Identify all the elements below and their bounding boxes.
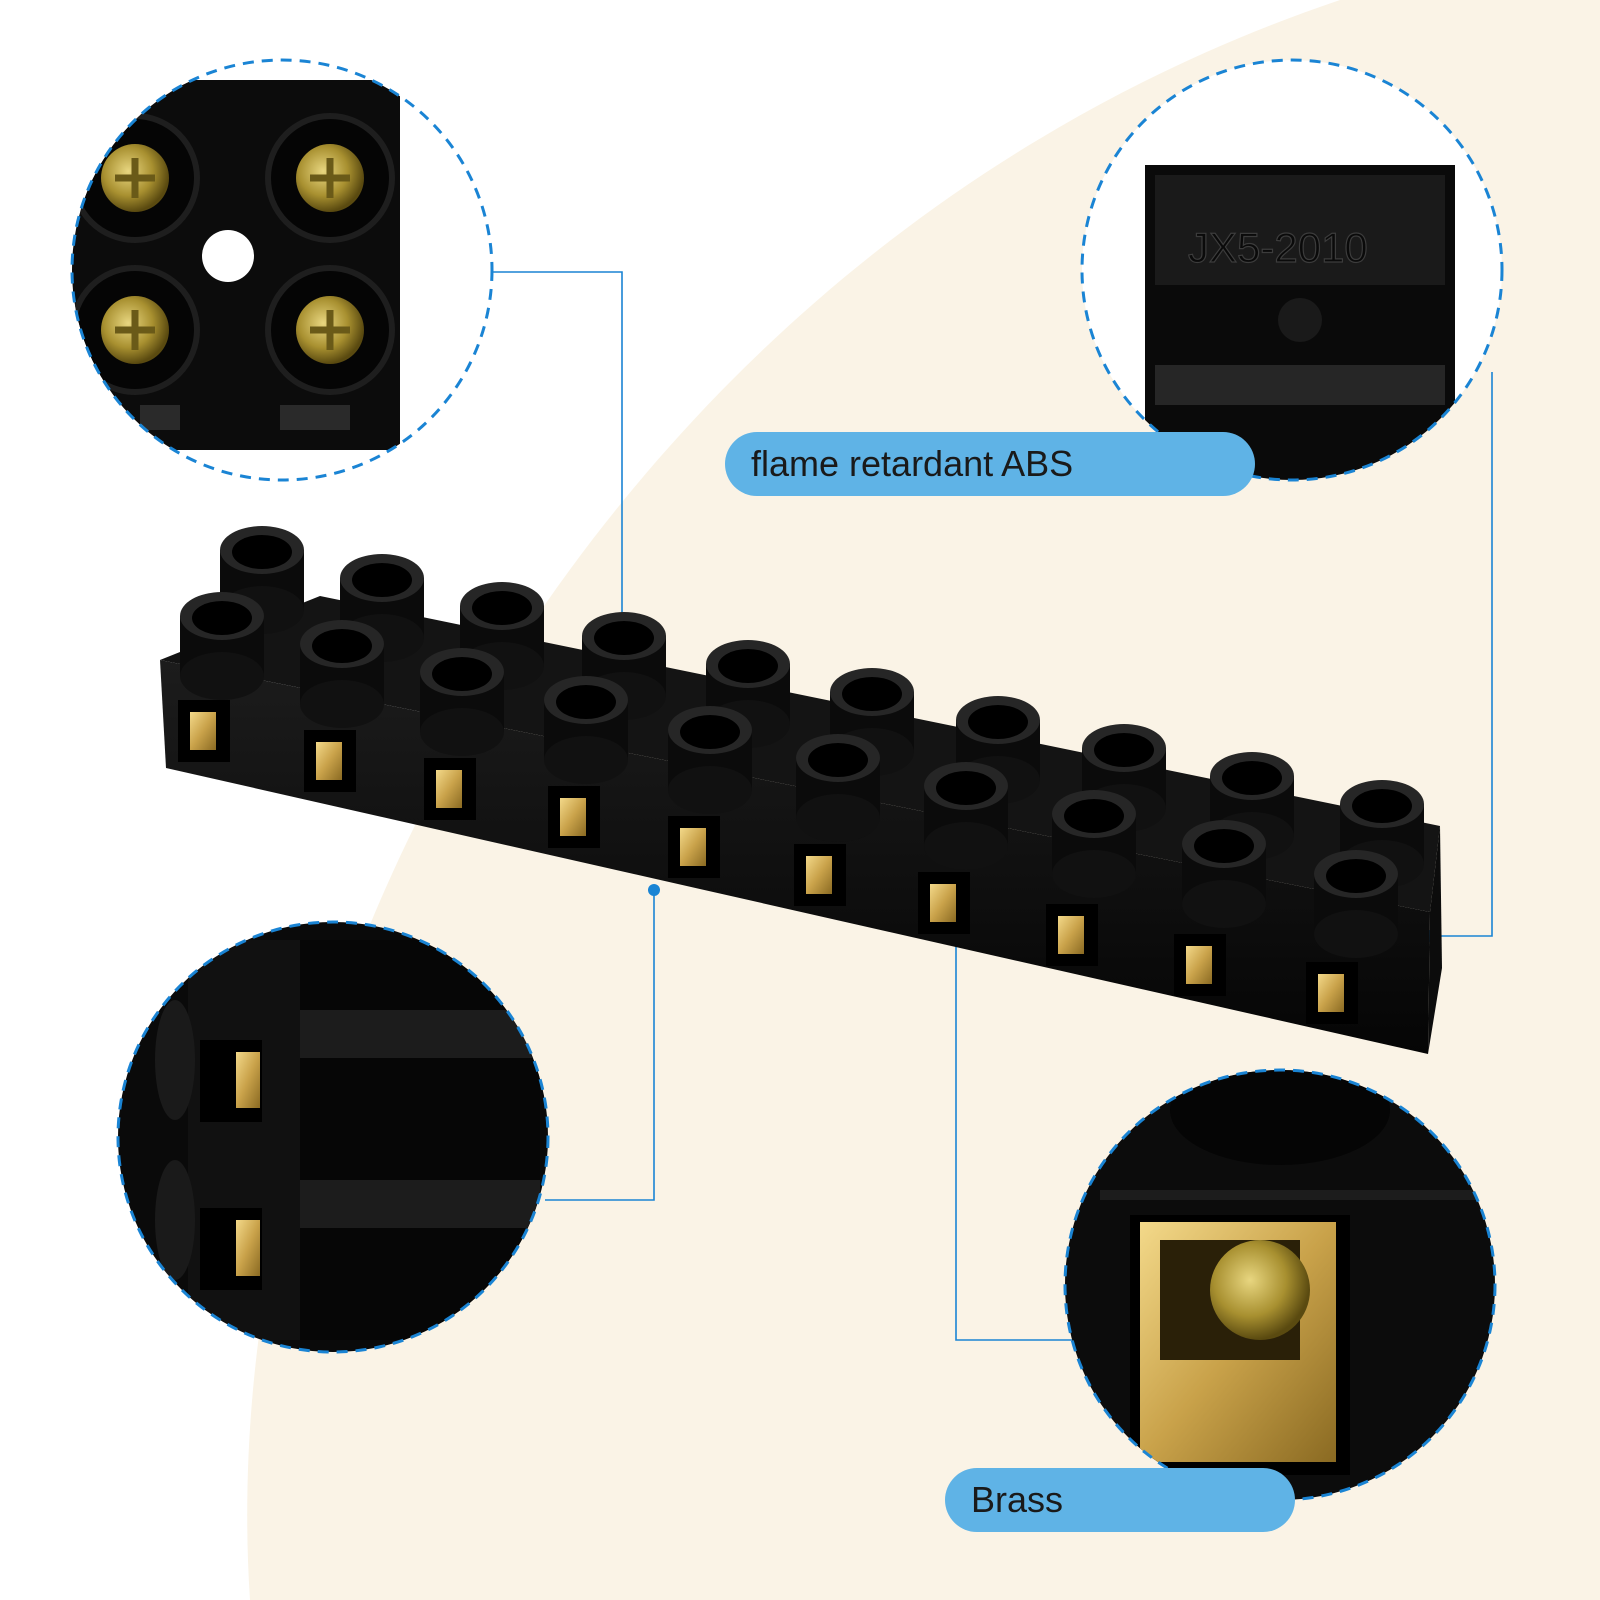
leader-line-top-left	[492, 271, 623, 640]
detail-circle-border	[116, 920, 550, 1354]
terminal-window	[918, 872, 970, 934]
screw-bosses-front-row	[180, 592, 1398, 958]
leader-line-bottom-right	[955, 904, 1077, 1341]
screw-head	[72, 265, 200, 395]
terminal-window	[178, 700, 230, 762]
screw-boss	[796, 734, 880, 842]
screw-head	[265, 113, 395, 243]
conductor-label: Brass	[945, 1468, 1295, 1532]
material-label-text: flame retardant ABS	[751, 443, 1074, 484]
leader-line-top-right	[1430, 372, 1493, 937]
detail-circle-model-marking: JX5-2010	[1080, 58, 1504, 482]
terminal-window	[1306, 962, 1358, 1024]
screw-boss	[420, 648, 504, 756]
terminal-window	[668, 816, 720, 878]
terminal-window	[794, 844, 846, 906]
terminal-window	[304, 730, 356, 792]
terminal-window	[424, 758, 476, 820]
mounting-hole	[202, 230, 254, 282]
screw-boss	[1314, 850, 1398, 958]
terminal-window	[548, 786, 600, 848]
terminal-window	[1174, 934, 1226, 996]
anchor-dot-bottom-left	[648, 884, 660, 896]
detail-circle-top-screws	[70, 58, 494, 482]
terminal-window	[1046, 904, 1098, 966]
terminal-block-end-face	[1428, 826, 1442, 1054]
screw-boss	[180, 592, 264, 700]
screw-boss	[706, 640, 790, 748]
screw-head	[265, 265, 395, 395]
detail-circle-brass-terminal	[1063, 1068, 1497, 1502]
material-label: flame retardant ABS	[725, 432, 1255, 496]
terminal-windows	[178, 700, 1358, 1024]
screw-boss	[1052, 790, 1136, 898]
model-marking-text: JX5-2010	[1188, 224, 1368, 271]
detail-circle-border	[1080, 58, 1504, 482]
detail-circle-side-view	[116, 920, 550, 1354]
terminal-block	[160, 526, 1442, 1054]
conductor-label-text: Brass	[971, 1479, 1064, 1520]
connector-lines	[492, 271, 1493, 1341]
screw-boss	[668, 706, 752, 814]
detail-circle-border	[70, 58, 494, 482]
screw-boss	[544, 676, 628, 784]
screw-head	[72, 113, 200, 243]
leader-line-bottom-left	[545, 890, 655, 1201]
screw-boss	[300, 620, 384, 728]
brass-screw	[1210, 1240, 1310, 1340]
screw-boss	[924, 762, 1008, 870]
screw-boss	[1182, 820, 1266, 928]
detail-circle-border	[1063, 1068, 1497, 1502]
